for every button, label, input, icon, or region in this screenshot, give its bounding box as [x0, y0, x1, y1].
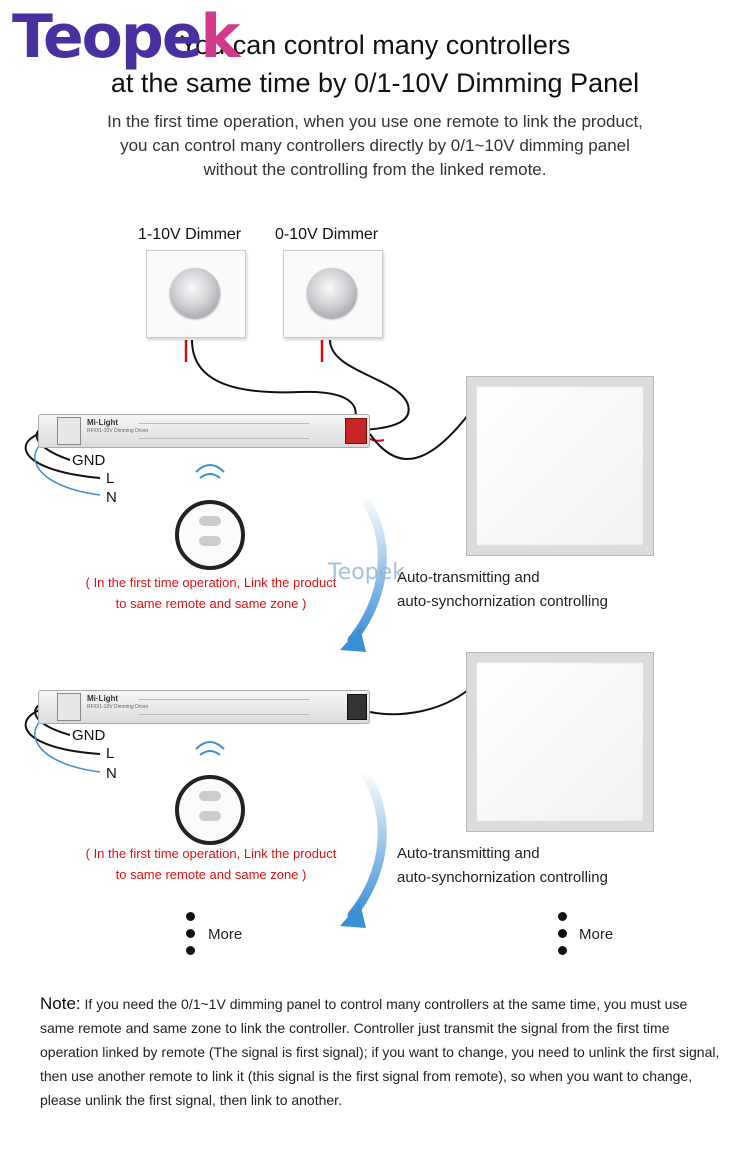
led-driver-2: Mi·Light RF/0/1-10V Dimming Driver	[38, 690, 370, 724]
remote-note-line-2: to same remote and same zone )	[115, 867, 307, 882]
remote-on-button-icon	[199, 791, 221, 801]
remote-note-2: ( In the first time operation, Link the …	[66, 843, 356, 885]
dimmer2-black-wire	[329, 339, 410, 431]
auto-text-line-1: Auto-transmitting and	[397, 845, 540, 862]
ellipsis-dot	[558, 929, 567, 938]
n-label: N	[106, 489, 117, 506]
driver-output-terminal-red	[345, 418, 367, 444]
dimmer-knob-icon	[307, 268, 357, 318]
note-label: Note:	[40, 994, 81, 1013]
ellipsis-dot	[558, 946, 567, 955]
ellipsis-dot	[558, 912, 567, 921]
auto-sync-text-1: Auto-transmitting and auto-synchornizati…	[397, 566, 608, 614]
led-panel-surface	[476, 386, 644, 546]
l-label: L	[106, 745, 115, 762]
led-panel-2	[466, 652, 654, 832]
teopek-watermark: Teopek	[328, 560, 405, 585]
remote-note-line-2: to same remote and same zone )	[115, 596, 307, 611]
remote-note-1: ( In the first time operation, Link the …	[66, 572, 356, 614]
dimmer-label-0-10v: 0-10V Dimmer	[275, 226, 379, 243]
n-label: N	[106, 765, 117, 782]
driver-brand: Mi·Light	[87, 418, 119, 427]
dimmer-panel-0-10v	[283, 250, 383, 338]
driver1-to-led1	[369, 414, 469, 460]
sync-arrow-1	[347, 490, 387, 645]
driver-label-lines	[139, 423, 309, 439]
remote-note-line-1: ( In the first time operation, Link the …	[85, 575, 337, 590]
signal-wave-1	[195, 464, 225, 479]
ellipsis-dot	[186, 946, 195, 955]
remote-control-2	[175, 775, 245, 845]
ellipsis-dot	[186, 912, 195, 921]
driver-model: RF/0/1-10V Dimming Driver	[87, 704, 149, 710]
title-line-2: at the same time by 0/1-10V Dimming Pane…	[110, 68, 640, 98]
sync-arrow-2	[347, 765, 387, 920]
ellipsis-dot	[186, 929, 195, 938]
intro-line-1: In the first time operation, when you us…	[107, 112, 643, 131]
title-line-1: You can control many controllers	[179, 30, 571, 60]
remote-control-1	[175, 500, 245, 570]
driver-output-terminal-black	[347, 694, 367, 720]
gnd-label: GND	[72, 452, 106, 469]
led-panel-surface	[476, 662, 644, 822]
dimmer-knob-icon	[170, 268, 220, 318]
auto-sync-text-2: Auto-transmitting and auto-synchornizati…	[397, 842, 608, 890]
intro-line-2: you can control many controllers directl…	[120, 136, 630, 155]
sync-arrow-1-head	[340, 628, 366, 652]
l-label: L	[106, 470, 115, 487]
dimmer1-black-wire	[191, 339, 357, 426]
driver-model: RF/0/1-10V Dimming Driver	[87, 428, 149, 434]
intro-line-3: without the controlling from the linked …	[203, 160, 547, 179]
note-text: If you need the 0/1~1V dimming panel to …	[40, 996, 720, 1108]
led-driver-1: Mi·Light RF/0/1-10V Dimming Driver	[38, 414, 370, 448]
remote-note-line-1: ( In the first time operation, Link the …	[85, 846, 337, 861]
dimmer-label-1-10v: 1-10V Dimmer	[138, 226, 242, 243]
driver2-to-led2	[369, 689, 469, 716]
driver-label-lines	[139, 699, 309, 715]
driver-input-terminal	[57, 417, 81, 445]
logo-text: Teope	[12, 2, 203, 72]
auto-text-line-1: Auto-transmitting and	[397, 569, 540, 586]
dimmer-panel-1-10v	[146, 250, 246, 338]
remote-off-button-icon	[199, 536, 221, 546]
note-paragraph: Note: If you need the 0/1~1V dimming pan…	[40, 992, 720, 1112]
auto-text-line-2: auto-synchornization controlling	[397, 593, 608, 610]
logo-text-accent: k	[200, 2, 241, 72]
remote-on-button-icon	[199, 516, 221, 526]
driver-brand: Mi·Light	[87, 694, 119, 703]
sync-arrow-2-head	[340, 903, 366, 928]
led-panel-1	[466, 376, 654, 556]
driver-input-terminal	[57, 693, 81, 721]
teopek-logo: Teopek	[12, 2, 241, 72]
gnd-label: GND	[72, 727, 106, 744]
more-label-left: More	[208, 926, 243, 943]
signal-wave-2	[195, 741, 225, 756]
auto-text-line-2: auto-synchornization controlling	[397, 869, 608, 886]
remote-off-button-icon	[199, 811, 221, 821]
more-label-right: More	[579, 926, 614, 943]
